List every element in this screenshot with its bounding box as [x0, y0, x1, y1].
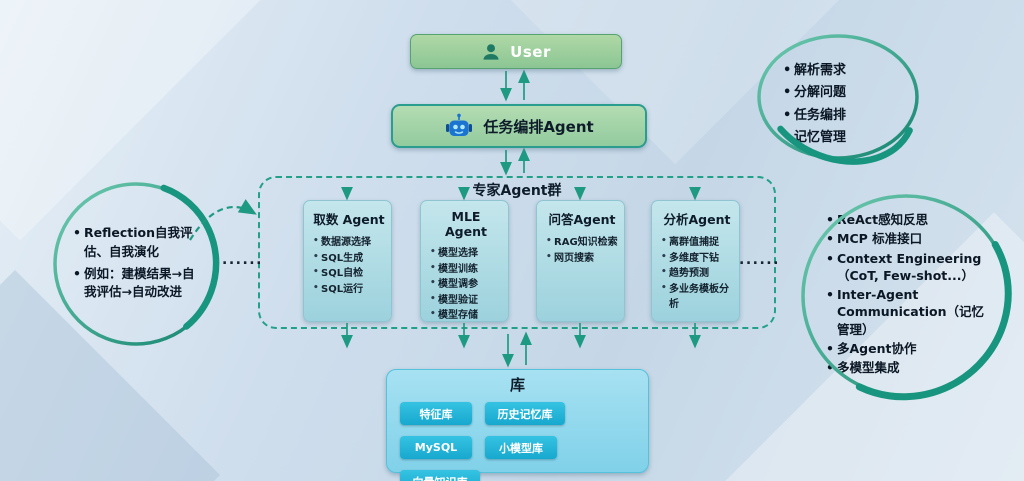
robot-icon	[446, 113, 473, 136]
annotation-item: 解析需求	[783, 60, 903, 83]
agent-card-data-retrieval: 取数 Agent 数据源选择 SQL生成 SQL自检 SQL运行	[303, 200, 392, 322]
annotation-item: Context Engineering（CoT, Few-shot...）	[826, 250, 994, 285]
capability-item: 多维度下钻	[660, 251, 734, 267]
orchestrator-label: 任务编排Agent	[483, 117, 594, 136]
capability-item: SQL运行	[312, 282, 386, 298]
agent-title: 取数 Agent	[313, 212, 385, 227]
capability-item: 趋势预测	[660, 266, 734, 282]
annotation-item: 任务编排	[783, 105, 903, 128]
agent-card-qa: 问答Agent RAG知识检索 网页搜索	[536, 200, 625, 322]
library-chip-vector-kb: 向量知识库	[400, 470, 480, 481]
capability-item: SQL自检	[312, 266, 386, 282]
capability-item: 模型验证	[429, 293, 503, 309]
library-chip-mysql: MySQL	[400, 436, 472, 459]
agent-title: 问答Agent	[548, 212, 616, 227]
agent-card-analysis: 分析Agent 离群值捕捉 多维度下钻 趋势预测 多业务模板分析	[651, 200, 740, 322]
library-chip-small-models: 小模型库	[485, 436, 557, 459]
capability-item: 网页搜索	[545, 251, 619, 267]
library-panel: 库 特征库 历史记忆库 MySQL 小模型库 向量知识库 ......	[386, 369, 649, 481]
agent-title: 分析Agent	[663, 212, 731, 227]
annotation-item: Inter-Agent Communication（记忆管理）	[826, 286, 994, 338]
capability-item: 数据源选择	[312, 235, 386, 251]
annotation-item: 例如：建模结果→自我评估→自动改进	[73, 265, 201, 303]
agent-title: MLE Agent	[445, 209, 487, 239]
annotation-item: ReAct感知反思	[826, 211, 994, 229]
capability-item: 模型调参	[429, 277, 503, 293]
agent-capability-list: RAG知识检索 网页搜索	[545, 235, 619, 266]
user-icon	[483, 43, 499, 60]
capability-item: 模型选择	[429, 246, 503, 262]
annotation-item: 多模型集成	[826, 359, 994, 377]
annotation-list: 解析需求 分解问题 任务编排 记忆管理	[783, 60, 903, 150]
annotation-item: MCP 标准接口	[826, 230, 994, 248]
library-chip-grid: 特征库 历史记忆库 MySQL 小模型库 向量知识库 ......	[387, 402, 648, 481]
agent-card-mle: MLE Agent 模型选择 模型训练 模型调参 模型验证 模型存储	[420, 200, 509, 322]
capability-item: 多业务模板分析	[660, 282, 734, 313]
capability-item: RAG知识检索	[545, 235, 619, 251]
expert-agent-group: 专家Agent群	[258, 176, 776, 329]
agent-capability-list: 数据源选择 SQL生成 SQL自检 SQL运行	[312, 235, 386, 297]
annotation-item: 分解问题	[783, 82, 903, 105]
agent-capability-list: 模型选择 模型训练 模型调参 模型验证 模型存储	[429, 246, 503, 324]
capability-item: 模型存储	[429, 308, 503, 324]
more-agents-ellipsis-left: ......	[222, 252, 263, 268]
library-chip-feature-store: 特征库	[400, 402, 472, 425]
more-libraries-ellipsis: ......	[505, 474, 544, 481]
expert-group-title: 专家Agent群	[472, 183, 562, 199]
library-title: 库	[509, 376, 525, 394]
orchestrator-annotation: 解析需求 分解问题 任务编排 记忆管理	[783, 60, 903, 150]
more-agents-ellipsis-right: ......	[739, 252, 780, 268]
capability-item: 离群值捕捉	[660, 235, 734, 251]
reflection-annotation: Reflection自我评估、自我演化 例如：建模结果→自我评估→自动改进	[73, 224, 201, 305]
capability-item: SQL生成	[312, 251, 386, 267]
background-shape	[0, 0, 261, 241]
capability-annotation: ReAct感知反思 MCP 标准接口 Context Engineering（C…	[826, 211, 994, 378]
agent-capability-list: 离群值捕捉 多维度下钻 趋势预测 多业务模板分析	[660, 235, 734, 313]
library-chip-history-memory: 历史记忆库	[485, 402, 565, 425]
annotation-item: Reflection自我评估、自我演化	[73, 224, 201, 262]
user-node: User	[410, 34, 622, 69]
annotation-item: 记忆管理	[783, 127, 903, 150]
annotation-list: Reflection自我评估、自我演化 例如：建模结果→自我评估→自动改进	[73, 224, 201, 302]
annotation-item: 多Agent协作	[826, 340, 994, 358]
capability-item: 模型训练	[429, 262, 503, 278]
annotation-list: ReAct感知反思 MCP 标准接口 Context Engineering（C…	[826, 211, 994, 377]
orchestrator-node: 任务编排Agent	[391, 104, 647, 148]
user-label: User	[510, 42, 551, 61]
